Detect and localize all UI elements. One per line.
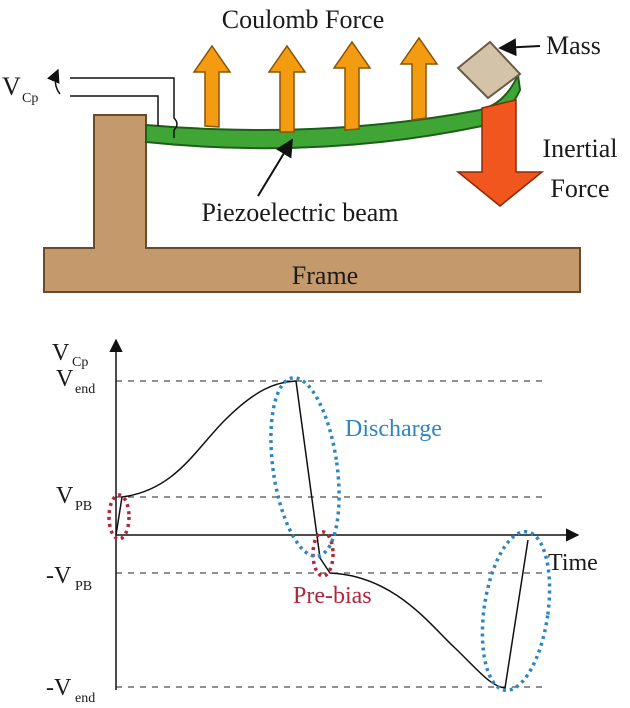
- svg-text:V: V: [52, 340, 70, 366]
- voltage-waveform: [115, 380, 529, 689]
- svg-text:PB: PB: [75, 499, 92, 514]
- coulomb-arrow-3: [332, 40, 372, 131]
- voltage-leads: [70, 77, 178, 138]
- inertial-force-arrow: [455, 99, 545, 207]
- inertial-label-line2: Force: [550, 174, 609, 203]
- level-label-neg-vend: -V end: [46, 675, 95, 706]
- coulomb-arrow-1: [192, 44, 232, 128]
- discharge-ellipse-2: [480, 529, 552, 693]
- prebias-label: Pre-bias: [293, 583, 372, 609]
- coulomb-arrow-2: [267, 44, 307, 133]
- frame-label: Frame: [292, 261, 358, 290]
- svg-text:end: end: [75, 691, 95, 706]
- harvester-illustration: Frame Coulomb Force Inertial Force Mass …: [2, 5, 618, 293]
- voltage-graph: V Cp Time V end V PB -V PB -V end Disc: [46, 338, 598, 706]
- svg-text:-V: -V: [46, 563, 72, 589]
- mass-label: Mass: [546, 31, 601, 60]
- coulomb-arrow-4: [399, 36, 439, 121]
- inertial-label-line1: Inertial: [542, 134, 617, 163]
- frame-shape: [43, 114, 581, 293]
- piezoelectric-beam: [145, 71, 522, 150]
- svg-text:V: V: [2, 72, 21, 101]
- y-axis-label: V Cp: [52, 340, 88, 370]
- level-label-neg-vpb: -V PB: [46, 563, 92, 594]
- svg-text:Cp: Cp: [72, 355, 88, 370]
- mass-block: [456, 40, 522, 100]
- level-label-vend: V end: [56, 366, 95, 397]
- level-label-vpb: V PB: [56, 483, 92, 514]
- svg-text:PB: PB: [75, 579, 92, 594]
- prebias-ellipse-2: [311, 530, 335, 578]
- svg-text:-V: -V: [46, 675, 72, 701]
- coulomb-force-label: Coulomb Force: [222, 5, 385, 34]
- svg-text:V: V: [56, 366, 74, 392]
- beam-pointer: [257, 138, 293, 197]
- mass-pointer: [498, 38, 541, 57]
- x-axis-label: Time: [548, 550, 598, 576]
- vcp-top-label: V Cp: [2, 68, 61, 106]
- discharge-label: Discharge: [345, 416, 442, 442]
- svg-text:Cp: Cp: [22, 91, 38, 106]
- prebias-ellipse-1: [107, 493, 131, 541]
- beam-label: Piezoelectric beam: [201, 198, 398, 227]
- coulomb-force-arrows: [192, 36, 439, 133]
- svg-text:V: V: [56, 483, 74, 509]
- svg-text:end: end: [75, 382, 95, 397]
- discharge-ellipse-1: [269, 376, 341, 558]
